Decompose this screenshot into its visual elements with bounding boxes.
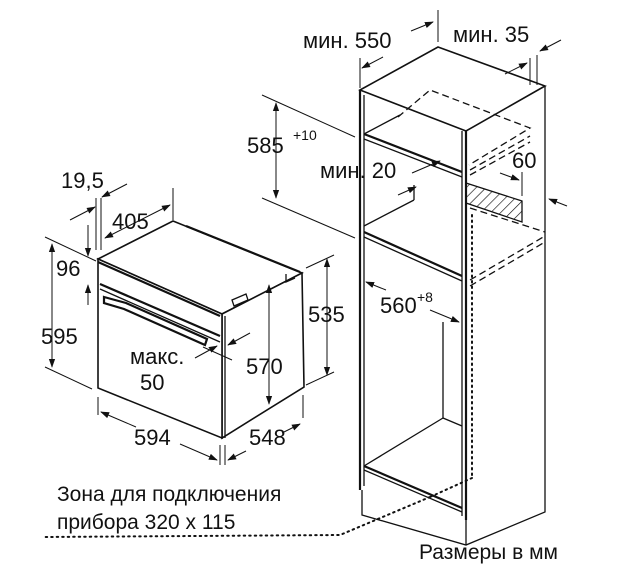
cabinet-dimension-lines [261, 10, 568, 323]
dim-cabinet-min-depth: мин. 550 [303, 28, 392, 53]
cabinet-top-face [358, 46, 547, 132]
dim-top-offset: 19,5 [61, 168, 104, 193]
dim-niche-width-tolerance: +8 [417, 289, 433, 305]
dim-body-height: 570 [246, 354, 283, 379]
oven-dimension-lines [44, 183, 335, 465]
dim-top-depth: 405 [112, 209, 149, 234]
dim-max-gap-value: 50 [140, 370, 164, 395]
dim-depth: 548 [249, 425, 286, 450]
connection-zone-note-line1: Зона для подключения [57, 483, 281, 506]
oven-door-handle [102, 295, 209, 347]
cabinet-drawing [44, 46, 547, 546]
dim-niche-height: 585 [247, 133, 284, 158]
dim-front-height: 595 [41, 324, 78, 349]
connection-zone-note-line2: прибора 320 x 115 [57, 511, 235, 534]
dim-panel-height: 96 [56, 256, 80, 281]
units-note: Размеры в мм [419, 541, 558, 564]
dim-front-width: 594 [134, 425, 171, 450]
oven-drawing [96, 220, 305, 440]
dim-niche-width: 560 [380, 293, 417, 318]
dim-max-gap-label: макс. [130, 344, 184, 369]
vent-cutout [465, 182, 523, 223]
dim-niche-height-tolerance: +10 [293, 127, 317, 143]
dim-vent-cutout: 60 [512, 148, 536, 173]
dim-side-height: 535 [308, 302, 345, 327]
dim-cabinet-min-rear-gap: мин. 35 [453, 22, 529, 47]
dim-min-vent: мин. 20 [320, 158, 396, 183]
